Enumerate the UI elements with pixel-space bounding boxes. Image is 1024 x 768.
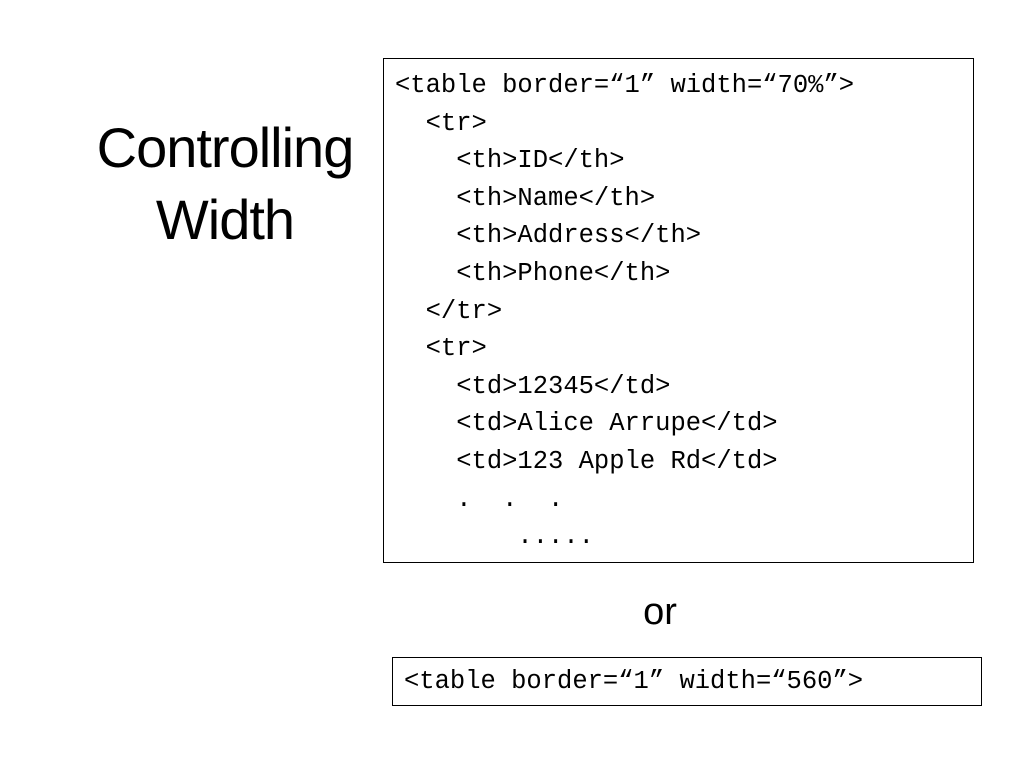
code-line: ..... — [395, 522, 594, 552]
code-line: <tr> — [395, 108, 487, 138]
code-line: <th>ID</th> — [395, 146, 625, 176]
slide-title: Controlling Width — [60, 112, 390, 256]
or-separator: or — [643, 591, 677, 633]
slide-title-line-2: Width — [155, 188, 295, 251]
code-line: <tr> — [395, 334, 487, 364]
code-line: <table border=“1” width=“560”> — [404, 667, 864, 696]
code-line: <table border=“1” width=“70%”> — [395, 71, 855, 100]
code-example-box: <table border=“1” width=“70%”> <tr> <th>… — [383, 58, 974, 563]
code-line: <td>12345</td> — [395, 371, 671, 401]
slide-title-line-1: Controlling — [96, 116, 355, 179]
code-line: </tr> — [395, 296, 503, 326]
alternate-code-box: <table border=“1” width=“560”> — [392, 657, 982, 706]
code-line: <th>Name</th> — [395, 183, 656, 213]
code-line: . . . — [395, 484, 564, 514]
code-line: <th>Address</th> — [395, 221, 702, 251]
code-line: <th>Phone</th> — [395, 258, 671, 288]
code-line: <td>123 Apple Rd</td> — [395, 446, 778, 476]
code-line: <td>Alice Arrupe</td> — [395, 409, 778, 439]
